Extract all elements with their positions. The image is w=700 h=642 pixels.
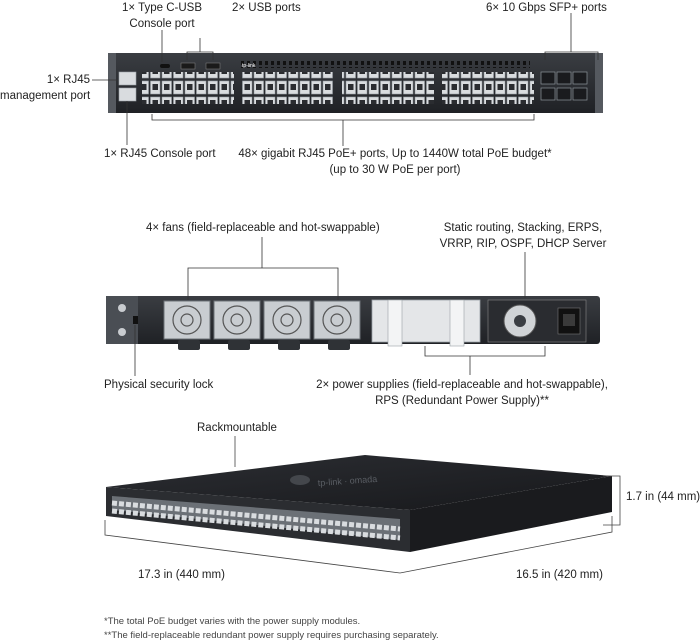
depth-dimension-label: 16.5 in (420 mm): [516, 569, 603, 581]
rj45-management-label: 1× RJ45 management port: [0, 72, 90, 104]
software-features-line-2: VRRP, RIP, OSPF, DHCP Server: [439, 238, 607, 250]
software-features-line-1: Static routing, Stacking, ERPS,: [443, 222, 603, 234]
switch-perspective-image: tp-link · omada: [106, 455, 612, 552]
software-features-label: Static routing, Stacking, ERPS, VRRP, RI…: [428, 220, 618, 252]
rear-callout-lines: [134, 237, 546, 376]
rj45-management-line-2: management port: [0, 90, 91, 102]
front-brand-mark: tp-link: [242, 63, 256, 69]
footnote-rps: **The field-replaceable redundant power …: [104, 630, 439, 641]
width-dimension-label: 17.3 in (440 mm): [138, 569, 225, 581]
type-c-console-line-1: 1× Type C-USB: [122, 2, 203, 14]
height-dimension-label: 1.7 in (44 mm): [626, 491, 700, 503]
poe-ports-line-1: 48× gigabit RJ45 PoE+ ports, Up to 1440W…: [238, 148, 552, 160]
type-c-console-line-2: Console port: [129, 18, 195, 30]
front-callout-lines: [92, 13, 599, 146]
rackmount-label: Rackmountable: [197, 422, 277, 434]
power-supplies-line-1: 2× power supplies (field-replaceable and…: [316, 379, 608, 391]
type-c-console-label: 1× Type C-USB Console port: [122, 0, 202, 32]
power-supplies-line-2: RPS (Redundant Power Supply)**: [375, 395, 549, 407]
rj45-console-label: 1× RJ45 Console port: [104, 148, 216, 160]
poe-ports-label: 48× gigabit RJ45 PoE+ ports, Up to 1440W…: [220, 146, 570, 178]
security-lock-label: Physical security lock: [104, 379, 214, 391]
sfp-ports-label: 6× 10 Gbps SFP+ ports: [486, 2, 607, 14]
fans-label: 4× fans (field-replaceable and hot-swapp…: [146, 222, 380, 234]
footnote-poe: *The total PoE budget varies with the po…: [104, 616, 361, 627]
rear-panel-image: [106, 296, 600, 350]
svg-text:tp-link · omada: tp-link · omada: [317, 474, 377, 488]
power-supplies-label: 2× power supplies (field-replaceable and…: [312, 377, 612, 409]
usb-ports-label: 2× USB ports: [232, 2, 301, 14]
dimension-lines: [104, 436, 621, 574]
poe-ports-line-2: (up to 30 W PoE per port): [329, 164, 461, 176]
front-panel-image: [108, 53, 603, 113]
rj45-management-line-1: 1× RJ45: [46, 74, 90, 86]
